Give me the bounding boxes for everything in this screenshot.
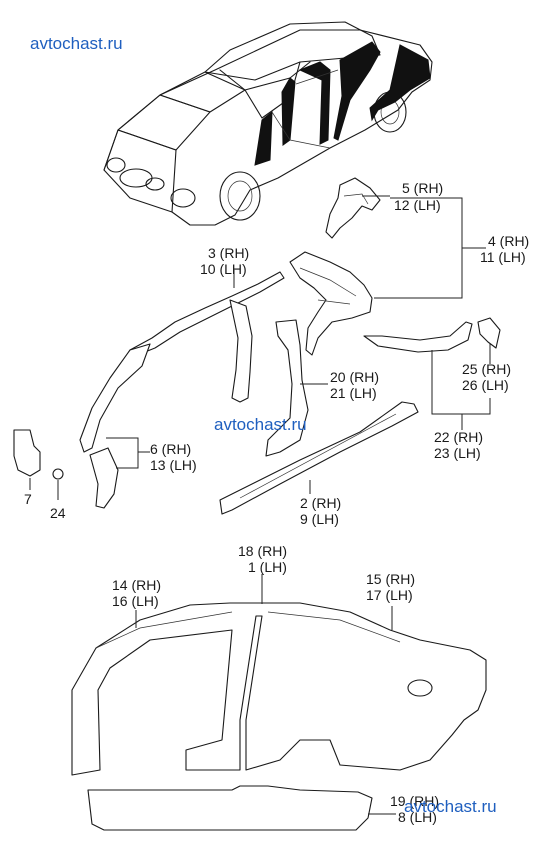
callout-3: 3 (RH): [208, 245, 249, 261]
car-illustration: [103, 21, 433, 226]
callout-24: 24: [50, 505, 66, 521]
callout-19: 19 (RH): [390, 793, 439, 809]
part-center-pillar-inner: [229, 299, 253, 403]
callout-17: 17 (LH): [366, 587, 413, 603]
part-rear-extension: [363, 321, 473, 353]
callout-23: 23 (LH): [434, 445, 481, 461]
part-side-outer-panel: [71, 602, 487, 776]
part-center-pillar-reinf: [265, 319, 309, 457]
callout-13: 13 (LH): [150, 457, 197, 473]
leader-lines: [29, 195, 491, 815]
callout-20: 20 (RH): [330, 369, 379, 385]
part-front-pillar-lower: [89, 447, 119, 509]
part-nut-24: [52, 468, 64, 480]
callout-2: 2 (RH): [300, 495, 341, 511]
callout-8: 8 (LH): [398, 809, 437, 825]
callout-1: 1 (LH): [248, 559, 287, 575]
part-wheelhouse-bracket: [325, 177, 381, 239]
callout-16: 16 (LH): [112, 593, 159, 609]
callout-15: 15 (RH): [366, 571, 415, 587]
callout-11: 11 (LH): [480, 249, 526, 265]
part-bracket-7: [13, 429, 41, 477]
callout-22: 22 (RH): [434, 429, 483, 445]
callout-14: 14 (RH): [112, 577, 161, 593]
callout-10: 10 (LH): [200, 261, 247, 277]
watermark-bottom: avtochast.ru: [404, 797, 497, 816]
callout-4: 4 (RH): [488, 233, 529, 249]
callout-12: 12 (LH): [394, 197, 441, 213]
callout-18: 18 (RH): [238, 543, 287, 559]
callout-9: 9 (LH): [300, 511, 339, 527]
callout-25: 25 (RH): [462, 361, 511, 377]
part-side-sill-outer: [87, 785, 373, 831]
callout-5: 5 (RH): [402, 180, 443, 196]
part-rear-quarter-inner: [289, 251, 373, 356]
watermark-middle: avtochast.ru: [214, 415, 307, 434]
callout-21: 21 (LH): [330, 385, 377, 401]
callout-6: 6 (RH): [150, 441, 191, 457]
watermark-top: avtochast.ru: [30, 34, 123, 53]
part-small-bracket: [477, 317, 501, 349]
part-side-sill-inner: [219, 401, 419, 515]
part-front-pillar-inner: [79, 343, 151, 453]
callout-26: 26 (LH): [462, 377, 509, 393]
callout-7: 7: [24, 491, 32, 507]
part-roof-rail-inner: [129, 271, 285, 359]
